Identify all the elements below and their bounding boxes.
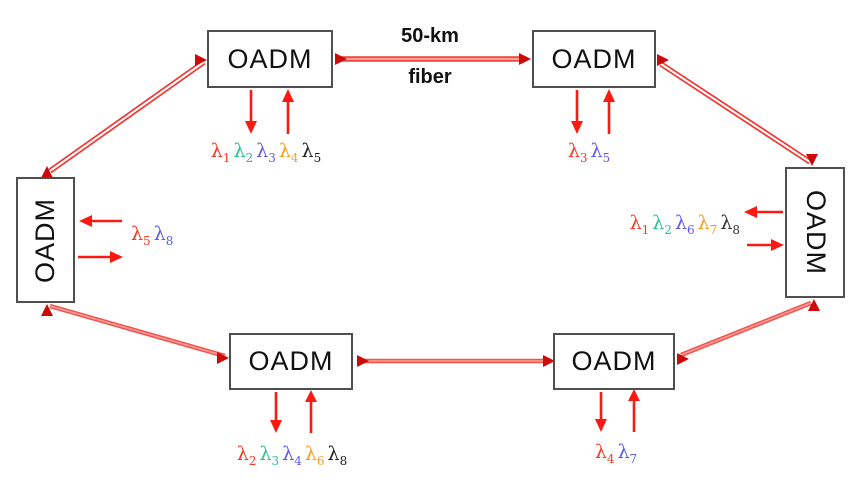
lambda-5-label: λ5 bbox=[590, 140, 611, 165]
link-topright-to-right bbox=[657, 54, 818, 166]
lambda-7-label: λ7 bbox=[617, 441, 638, 466]
lambda-4-label: λ4 bbox=[594, 441, 615, 466]
drop-arrow-icon bbox=[270, 420, 282, 433]
oadm-node-right: OADM bbox=[785, 167, 845, 298]
link-left-to-bottomleft bbox=[41, 303, 229, 364]
adddrop-arrows-top-left bbox=[245, 89, 294, 134]
oadm-node-label: OADM bbox=[30, 197, 60, 283]
arrowhead-right-icon bbox=[195, 54, 207, 66]
arrowhead-right-icon bbox=[335, 53, 347, 65]
oadm-node-label: OADM bbox=[227, 43, 313, 74]
oadm-node-bottom-right: OADM bbox=[553, 333, 675, 390]
lambda-5-label: λ5 bbox=[131, 223, 151, 248]
lambda-1-label: λ1 bbox=[629, 212, 650, 237]
lambda-3-label: λ3 bbox=[256, 140, 276, 165]
arrowhead-right-icon bbox=[217, 352, 229, 364]
arrowhead-right-icon bbox=[519, 53, 531, 65]
oadm-node-label: OADM bbox=[800, 190, 831, 275]
lambda-6-label: λ6 bbox=[674, 212, 695, 237]
oadm-node-label: OADM bbox=[551, 43, 637, 74]
arrowhead-right-icon bbox=[677, 353, 689, 365]
arrowhead-right-icon bbox=[543, 355, 555, 367]
drop-arrow-icon bbox=[245, 121, 257, 134]
lambda-4-label: λ4 bbox=[278, 140, 299, 165]
oadm-node-top-left: OADM bbox=[207, 30, 333, 88]
lambda-6-label: λ6 bbox=[304, 443, 325, 468]
arrowhead-right-icon bbox=[357, 355, 369, 367]
adddrop-arrows-left bbox=[78, 215, 123, 263]
lambda-1-label: λ1 bbox=[210, 140, 231, 165]
add-arrow-icon bbox=[628, 389, 640, 401]
lambda-8-label: λ8 bbox=[720, 212, 740, 237]
adddrop-arrows-top-right bbox=[571, 89, 615, 134]
fiber-length-label: 50-km bbox=[401, 25, 459, 47]
add-arrow-icon bbox=[282, 89, 294, 102]
arrowhead-up-icon bbox=[808, 299, 820, 311]
add-arrow-icon bbox=[603, 89, 615, 102]
arrowhead-up-icon bbox=[41, 304, 53, 316]
lambda-3-label: λ3 bbox=[259, 443, 280, 468]
adddrop-arrows-bottom-right bbox=[595, 389, 640, 432]
oadm-node-label: OADM bbox=[571, 346, 657, 376]
drop-arrow-icon bbox=[571, 121, 583, 134]
add-arrow-icon bbox=[771, 239, 784, 251]
arrowhead-down-icon bbox=[806, 154, 818, 166]
link-topleft-to-topright bbox=[335, 53, 531, 65]
drop-arrow-icon bbox=[110, 251, 123, 263]
lambda-8-label: λ8 bbox=[327, 443, 348, 468]
arrowhead-up-icon bbox=[41, 166, 53, 178]
lambda-4-label: λ4 bbox=[282, 443, 302, 468]
add-arrow-icon bbox=[305, 390, 317, 402]
adddrop-arrows-right bbox=[744, 206, 784, 251]
drop-arrow-icon bbox=[744, 206, 757, 218]
link-left-to-topleft bbox=[41, 54, 207, 178]
lambda-8-label: λ8 bbox=[153, 223, 174, 248]
lambda-2-label: λ2 bbox=[236, 443, 257, 468]
oadm-node-top-right: OADM bbox=[532, 30, 656, 88]
drop-arrow-icon bbox=[595, 419, 607, 432]
lambda-2-label: λ2 bbox=[233, 140, 254, 165]
oadm-node-label: OADM bbox=[248, 346, 334, 376]
oadm-node-bottom-left: OADM bbox=[229, 333, 353, 390]
link-bottomright-to-right bbox=[677, 299, 820, 365]
lambda-5-label: λ5 bbox=[301, 140, 322, 165]
adddrop-arrows-bottom-left bbox=[270, 390, 317, 433]
fiber-label: fiber bbox=[408, 66, 452, 88]
add-arrow-icon bbox=[79, 215, 92, 227]
lambda-2-label: λ2 bbox=[652, 212, 672, 237]
arrowhead-right-icon bbox=[657, 54, 669, 66]
lambda-7-label: λ7 bbox=[697, 212, 718, 237]
link-bottomleft-to-bottomright bbox=[357, 355, 555, 367]
lambda-3-label: λ3 bbox=[567, 140, 588, 165]
oadm-node-left: OADM bbox=[16, 177, 75, 303]
